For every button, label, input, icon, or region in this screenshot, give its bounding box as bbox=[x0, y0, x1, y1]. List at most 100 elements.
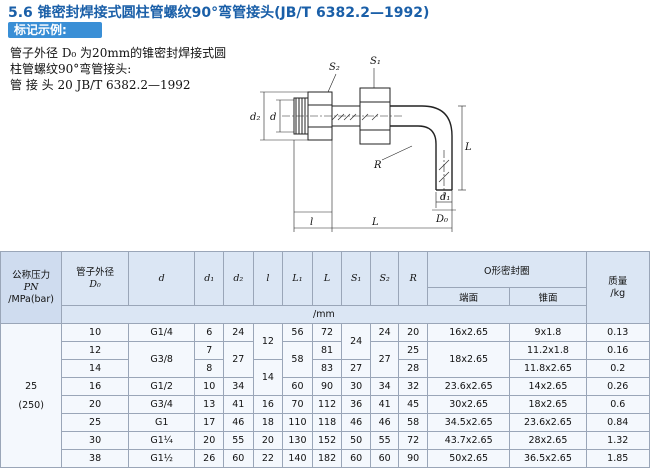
cell-big-l: 72 bbox=[311, 323, 343, 342]
cell-mass: 0.6 bbox=[585, 395, 650, 414]
marking-example-badge: 标记示例: bbox=[8, 22, 102, 38]
label-d1: d₁ bbox=[440, 192, 450, 203]
cell-big-l: 152 bbox=[311, 431, 343, 450]
cell-l1: 70 bbox=[282, 395, 313, 414]
cell-r: 72 bbox=[398, 431, 428, 450]
cell-big-l: 83 bbox=[311, 359, 343, 378]
cell-mass: 0.26 bbox=[585, 377, 650, 396]
cell-big-l: 182 bbox=[311, 449, 343, 468]
cell-l1: 140 bbox=[282, 449, 313, 468]
cell-d: G3/8 bbox=[127, 341, 196, 378]
cell-s2: 41 bbox=[369, 395, 400, 414]
cell-l1: 60 bbox=[282, 377, 313, 396]
cell-d1: 6 bbox=[194, 323, 224, 342]
header-cone-face: 锥面 bbox=[509, 287, 587, 306]
header-r: R bbox=[398, 251, 428, 306]
header-mass: 质量 /kg bbox=[585, 251, 650, 324]
cell-l: 20 bbox=[252, 431, 284, 450]
cell-end-face: 50x2.65 bbox=[426, 449, 511, 468]
cell-l: 18 bbox=[252, 413, 284, 432]
cell-d: G1/4 bbox=[127, 323, 196, 342]
cell-l1: 110 bbox=[282, 413, 313, 432]
cell-mass: 0.2 bbox=[585, 359, 650, 378]
label-s1: S₁ bbox=[370, 56, 381, 67]
header-d2: d₂ bbox=[222, 251, 254, 306]
cell-d0: 14 bbox=[61, 359, 129, 378]
cell-mass: 0.16 bbox=[585, 341, 650, 360]
header-s1: S₁ bbox=[341, 251, 371, 306]
label-l1: L₁ bbox=[464, 142, 472, 153]
cell-big-l: 112 bbox=[311, 395, 343, 414]
cell-d0: 38 bbox=[61, 449, 129, 468]
cell-end-face: 16x2.65 bbox=[426, 323, 511, 342]
header-l1: L₁ bbox=[282, 251, 313, 306]
cell-s1: 60 bbox=[341, 449, 371, 468]
cell-s2: 34 bbox=[369, 377, 400, 396]
table-row: 25 G1 17 46 18 110 118 46 46 58 34.5x2.6… bbox=[1, 413, 650, 432]
cell-s1: 24 bbox=[341, 323, 371, 360]
table-row: 20 G3/4 13 41 16 70 112 36 41 45 30x2.65… bbox=[1, 395, 650, 414]
cell-d: G1/2 bbox=[127, 377, 196, 396]
cell-l: 22 bbox=[252, 449, 284, 468]
cell-s1: 36 bbox=[341, 395, 371, 414]
cell-mass: 0.84 bbox=[585, 413, 650, 432]
cell-cone-face: 9x1.8 bbox=[509, 323, 587, 342]
table-row: 16 G1/2 10 34 60 90 30 34 32 23.6x2.65 1… bbox=[1, 377, 650, 396]
header-pressure: 公称压力 PN /MPa(bar) bbox=[0, 251, 63, 324]
cell-d2: 46 bbox=[222, 413, 254, 432]
cell-s1: 30 bbox=[341, 377, 371, 396]
cell-end-face: 23.6x2.65 bbox=[426, 377, 511, 396]
cell-cone-face: 14x2.65 bbox=[509, 377, 587, 396]
cell-d: G1¼ bbox=[127, 431, 196, 450]
cell-s1: 46 bbox=[341, 413, 371, 432]
cell-mass: 1.85 bbox=[585, 449, 650, 468]
label-d0: D₀ bbox=[435, 214, 448, 225]
cell-cone-face: 28x2.65 bbox=[509, 431, 587, 450]
cell-d0: 12 bbox=[61, 341, 129, 360]
cell-d0: 30 bbox=[61, 431, 129, 450]
header-unit: /mm bbox=[61, 305, 587, 324]
cell-d2: 24 bbox=[222, 323, 254, 342]
cell-s2: 55 bbox=[369, 431, 400, 450]
cell-d: G1 bbox=[127, 413, 196, 432]
example-line-1: 管子外径 D₀ 为20mm的锥密封焊接式圆 bbox=[10, 46, 227, 60]
cell-cone-face: 11.8x2.65 bbox=[509, 359, 587, 378]
cell-d2: 55 bbox=[222, 431, 254, 450]
cell-s1: 27 bbox=[341, 359, 371, 378]
cell-end-face: 43.7x2.65 bbox=[426, 431, 511, 450]
header-d1: d₁ bbox=[194, 251, 224, 306]
label-big-l: L bbox=[371, 217, 379, 228]
cell-cone-face: 23.6x2.65 bbox=[509, 413, 587, 432]
cell-d1: 8 bbox=[194, 359, 224, 378]
cell-end-face: 34.5x2.65 bbox=[426, 413, 511, 432]
cell-s2: 27 bbox=[369, 341, 400, 378]
cell-d0: 20 bbox=[61, 395, 129, 414]
example-line-2: 柱管螺纹90°弯管接头: bbox=[10, 62, 132, 76]
table-row: 30 G1¼ 20 55 20 130 152 50 55 72 43.7x2.… bbox=[1, 431, 650, 450]
header-l: l bbox=[252, 251, 284, 306]
cell-r: 45 bbox=[398, 395, 428, 414]
header-d0: 管子外径 D₀ bbox=[61, 251, 129, 306]
cell-big-l: 118 bbox=[311, 413, 343, 432]
cell-d2: 27 bbox=[222, 341, 254, 378]
header-end-face: 端面 bbox=[426, 287, 511, 306]
cell-d: G1½ bbox=[127, 449, 196, 468]
cell-big-l: 81 bbox=[311, 341, 343, 360]
cell-d2: 60 bbox=[222, 449, 254, 468]
cell-d0: 16 bbox=[61, 377, 129, 396]
cell-d1: 17 bbox=[194, 413, 224, 432]
cell-cone-face: 18x2.65 bbox=[509, 395, 587, 414]
table-row: 25 (250) 10 G1/4 6 24 12 56 72 24 24 20 … bbox=[0, 323, 650, 468]
header-d: d bbox=[127, 251, 196, 306]
cell-d1: 13 bbox=[194, 395, 224, 414]
cell-r: 20 bbox=[398, 323, 428, 342]
cell-end-face: 18x2.65 bbox=[426, 341, 511, 378]
header-big-l: L bbox=[311, 251, 343, 306]
label-s2: S₂ bbox=[329, 62, 340, 73]
cell-r: 90 bbox=[398, 449, 428, 468]
cell-r: 25 bbox=[398, 341, 428, 360]
page-title: 5.6 锥密封焊接式圆柱管螺纹90°弯管接头(JB/T 6382.2—1992) bbox=[8, 5, 430, 21]
table-row: 14 8 14 83 27 28 11.8x2.65 0.2 bbox=[1, 359, 650, 396]
cell-s1: 50 bbox=[341, 431, 371, 450]
label-d2: d₂ bbox=[250, 112, 260, 123]
